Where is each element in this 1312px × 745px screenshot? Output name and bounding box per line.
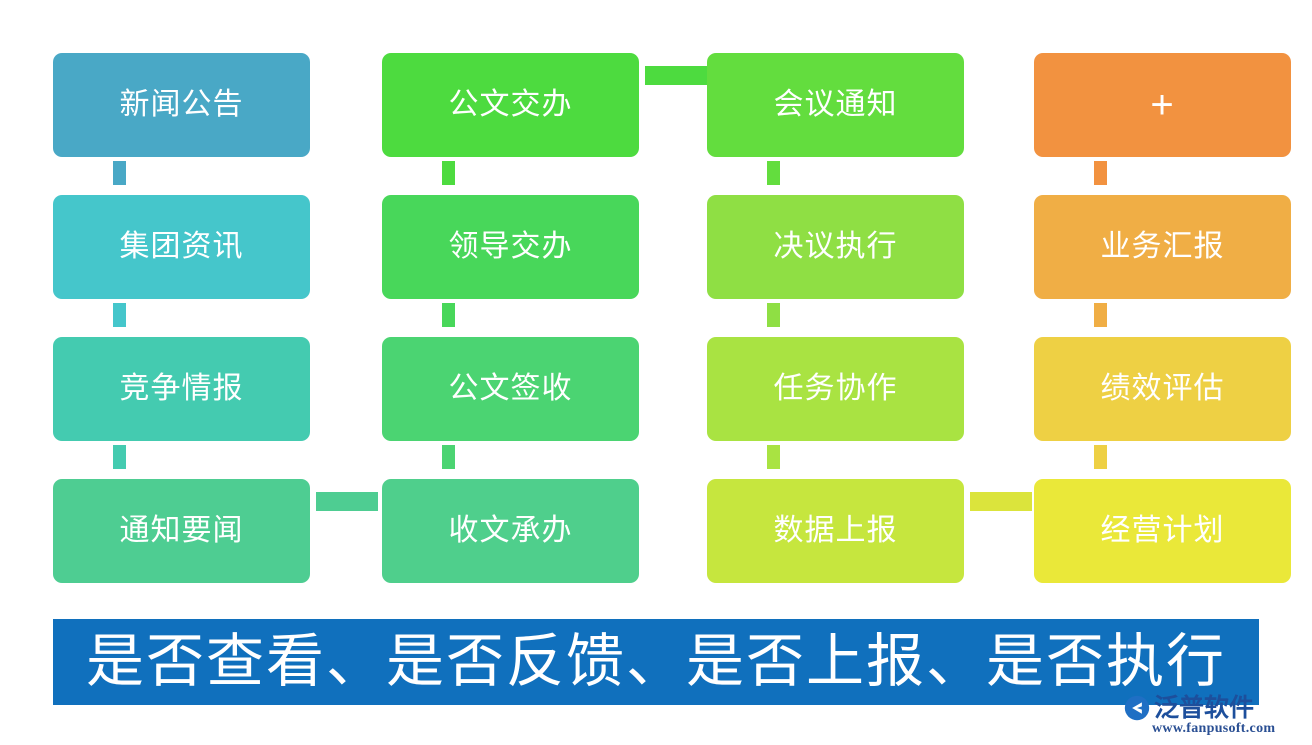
watermark-url: www.fanpusoft.com — [1152, 720, 1276, 736]
card-label: 集团资讯 — [119, 230, 244, 263]
connector-vertical-c4r1 — [1094, 161, 1107, 185]
connector-vertical-c4r3 — [1094, 445, 1107, 469]
card-label: 业务汇报 — [1100, 230, 1225, 263]
card-group-information[interactable]: 集团资讯 — [53, 195, 310, 299]
card-label: 经营计划 — [1100, 514, 1225, 547]
connector-vertical-c1r1 — [113, 161, 126, 185]
fanpu-logo-icon — [1124, 695, 1150, 720]
card-label: 决议执行 — [773, 230, 898, 263]
connector-horizontal-r4-c1-c2 — [316, 492, 378, 511]
card-task-collaboration[interactable]: 任务协作 — [707, 337, 964, 441]
watermark: 泛普软件 www.fanpusoft.com — [1124, 691, 1300, 739]
card-data-reporting[interactable]: 数据上报 — [707, 479, 964, 583]
summary-banner-text: 是否查看、是否反馈、是否上报、是否执行 — [85, 629, 1226, 694]
connector-vertical-c3r2 — [767, 303, 780, 327]
connector-vertical-c2r2 — [442, 303, 455, 327]
card-news-announcement[interactable]: 新闻公告 — [53, 53, 310, 157]
card-business-report[interactable]: 业务汇报 — [1034, 195, 1291, 299]
connector-vertical-c2r3 — [442, 445, 455, 469]
card-label: 公文签收 — [448, 372, 573, 405]
connector-vertical-c1r2 — [113, 303, 126, 327]
card-label: 公文交办 — [448, 88, 573, 121]
card-label: 绩效评估 — [1100, 372, 1225, 405]
connector-vertical-c1r3 — [113, 445, 126, 469]
connector-vertical-c2r1 — [442, 161, 455, 185]
card-label: 会议通知 — [773, 88, 898, 121]
connector-horizontal-r1-c2-c3 — [645, 66, 707, 85]
card-resolution-execution[interactable]: 决议执行 — [707, 195, 964, 299]
card-meeting-notice[interactable]: 会议通知 — [707, 53, 964, 157]
card-label: 新闻公告 — [119, 88, 244, 121]
card-notice-headlines[interactable]: 通知要闻 — [53, 479, 310, 583]
card-label: 竞争情报 — [119, 372, 244, 405]
card-performance-evaluation[interactable]: 绩效评估 — [1034, 337, 1291, 441]
plus-icon: + — [1150, 83, 1175, 127]
connector-vertical-c3r1 — [767, 161, 780, 185]
card-competitive-intelligence[interactable]: 竞争情报 — [53, 337, 310, 441]
card-label: 任务协作 — [773, 372, 898, 405]
connector-vertical-c3r3 — [767, 445, 780, 469]
card-label: 通知要闻 — [119, 514, 244, 547]
connector-vertical-c4r2 — [1094, 303, 1107, 327]
card-document-assignment[interactable]: 公文交办 — [382, 53, 639, 157]
card-label: 领导交办 — [448, 230, 573, 263]
watermark-brand: 泛普软件 — [1154, 693, 1255, 722]
card-label: 收文承办 — [448, 514, 573, 547]
card-label: 数据上报 — [773, 514, 898, 547]
connector-horizontal-r4-c3-c4 — [970, 492, 1032, 511]
card-add-module-button[interactable]: + — [1034, 53, 1291, 157]
card-leader-assignment[interactable]: 领导交办 — [382, 195, 639, 299]
card-business-plan[interactable]: 经营计划 — [1034, 479, 1291, 583]
card-incoming-document-handling[interactable]: 收文承办 — [382, 479, 639, 583]
card-document-receipt[interactable]: 公文签收 — [382, 337, 639, 441]
summary-banner: 是否查看、是否反馈、是否上报、是否执行 — [53, 619, 1259, 705]
